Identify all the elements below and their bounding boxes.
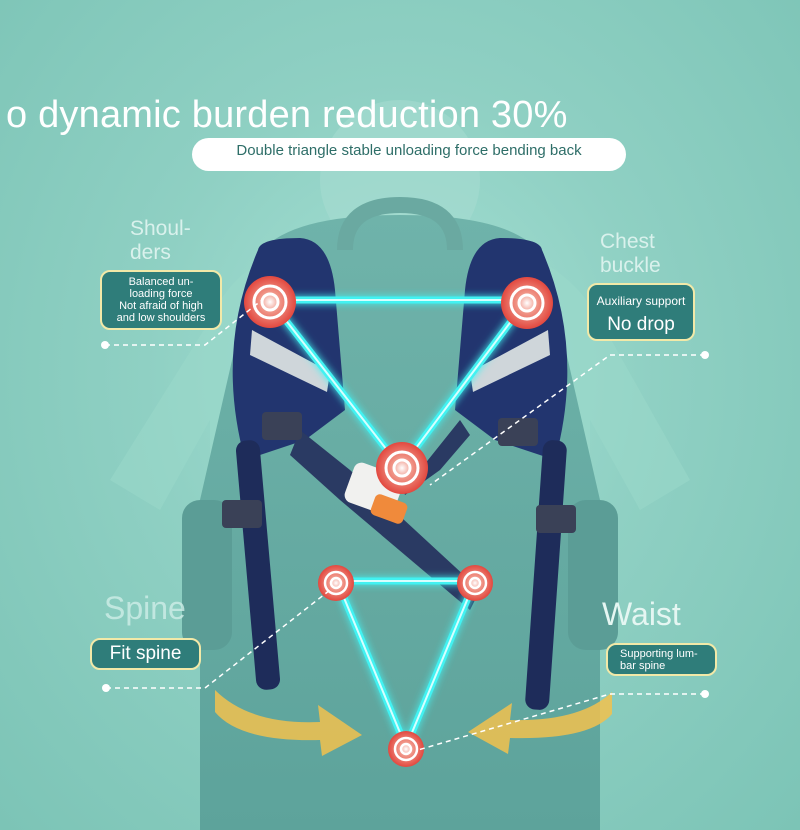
spine-badge: Fit spine <box>90 638 201 670</box>
waist-line-2: bar spine <box>620 660 666 672</box>
page-title: o dynamic burden reduction 30% <box>6 94 568 136</box>
waist-line-1: Supporting lum- <box>620 648 698 660</box>
leader-lines <box>105 299 705 751</box>
shoulders-badge: Balanced un- loading force Not afraid of… <box>100 270 222 330</box>
shoulders-line-2: loading force <box>129 288 193 300</box>
chest-buckle-badge: Auxiliary support No drop <box>587 283 695 341</box>
shoulders-line-4: and low shoulders <box>116 312 206 324</box>
spine-label: Spine <box>104 590 186 626</box>
shoulders-label: Shoul- ders <box>130 217 191 264</box>
subtitle-pill <box>192 138 626 171</box>
shoulders-line-3: Not afraid of high <box>119 300 203 312</box>
curved-arrow-icon <box>215 690 612 756</box>
subtitle: Double triangle stable unloading force b… <box>236 142 582 159</box>
load-triangle-core <box>269 299 528 748</box>
chest-buckle-small-text: Auxiliary support <box>596 294 686 308</box>
waist-label: Waist <box>602 596 681 632</box>
waist-badge: Supporting lum- bar spine <box>606 643 717 676</box>
shoulders-line-1: Balanced un- <box>128 276 194 288</box>
chest-buckle-label: Chest buckle <box>600 230 661 277</box>
chest-buckle-big-text: No drop <box>607 314 675 335</box>
